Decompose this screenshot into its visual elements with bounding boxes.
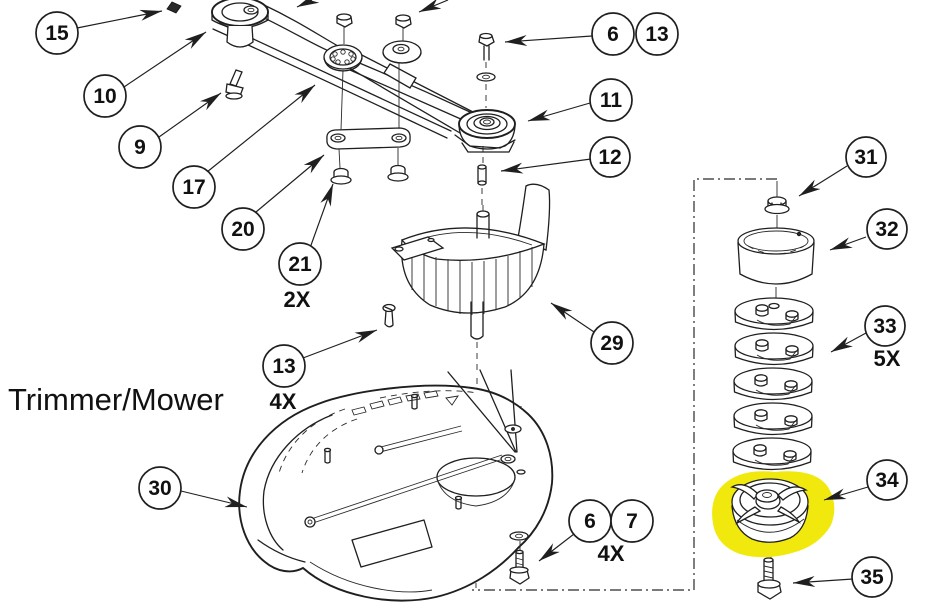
svg-text:34: 34 [875,469,899,492]
svg-text:7: 7 [626,510,638,533]
pin-art-12 [477,164,487,186]
diagram-title: Trimmer/Mower [8,382,224,417]
callout-34[interactable]: 34 [866,459,908,501]
belt-drive-assembly-art [166,0,516,328]
svg-text:29: 29 [600,332,623,355]
svg-text:30: 30 [148,477,171,500]
svg-text:17: 17 [182,176,205,199]
callout-15[interactable]: 15 [35,11,79,55]
callout-29[interactable]: 29 [590,321,634,365]
svg-text:13: 13 [272,355,295,378]
callout-12[interactable]: 12 [589,136,631,178]
callout-17[interactable]: 17 [172,165,216,209]
section-boundary-line [472,178,777,591]
callout-20[interactable]: 20 [221,207,265,251]
callout-30[interactable]: 30 [138,466,182,510]
svg-text:6: 6 [607,23,619,46]
svg-text:20: 20 [231,218,254,241]
recycle-mark [445,395,459,406]
blade-disc-stack-art-33 [732,297,814,471]
svg-text:10: 10 [93,85,116,108]
spool-housing-art-32 [737,227,815,285]
bolt-washer-art-6-7 [509,531,530,585]
bolt-art-35 [757,557,782,600]
callout-21[interactable]: 21 [278,242,322,286]
callout-11[interactable]: 11 [589,78,633,122]
svg-text:32: 32 [875,218,898,241]
qty-label-13: 4X [270,389,297,414]
callout-13-top[interactable]: 13 [635,12,679,56]
svg-text:35: 35 [860,566,884,589]
callout-13-left[interactable]: 13 [262,344,306,388]
svg-text:15: 15 [45,22,69,45]
callout-31[interactable]: 31 [845,136,887,178]
callout-35[interactable]: 35 [851,556,893,598]
svg-text:13: 13 [645,23,668,46]
screw-art-13 [382,303,396,328]
qty-label-33: 5X [874,346,901,371]
callout-7[interactable]: 7 [610,499,654,543]
callout-6-bottom[interactable]: 6 [568,499,612,543]
mower-deck-art [238,369,554,602]
blower-housing-art [390,183,551,340]
callout-33[interactable]: 33 [864,305,906,347]
svg-text:11: 11 [600,89,623,112]
flange-nut-art-31 [764,196,790,215]
svg-text:31: 31 [854,146,878,169]
callout-6-top[interactable]: 6 [591,12,635,56]
qty-label-6-7: 4X [598,541,625,566]
drive-pulley-art-34 [730,478,809,543]
svg-text:6: 6 [584,510,596,533]
svg-text:21: 21 [288,253,312,276]
svg-text:12: 12 [598,146,621,169]
svg-text:33: 33 [873,315,896,338]
svg-text:9: 9 [134,136,146,159]
qty-label-21: 2X [284,287,311,312]
callout-32[interactable]: 32 [866,208,908,250]
callout-9[interactable]: 9 [118,125,162,169]
leader-lines [76,9,869,588]
callout-10[interactable]: 10 [83,74,127,118]
